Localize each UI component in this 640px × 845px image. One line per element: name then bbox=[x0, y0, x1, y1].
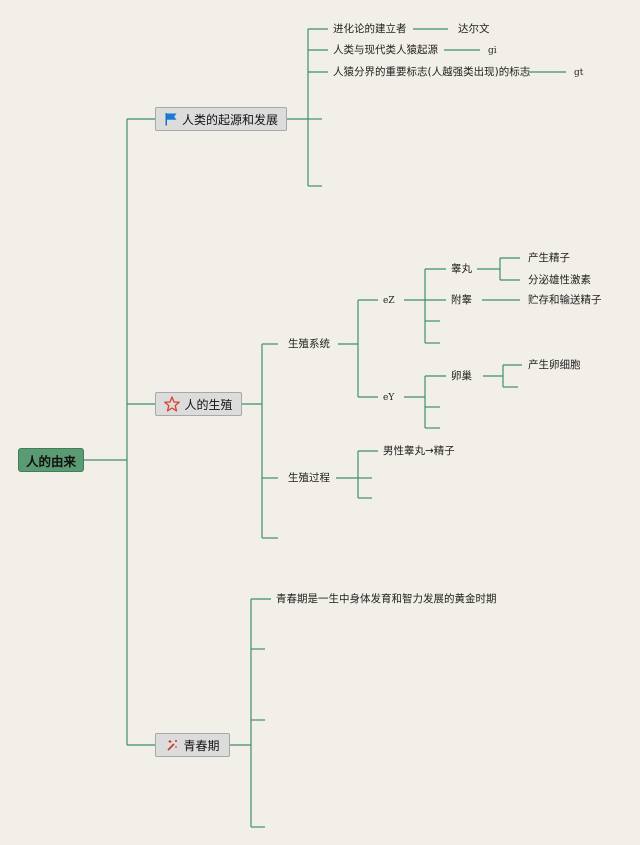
topic-puberty-label: 青春期 bbox=[183, 738, 220, 753]
puberty-item[interactable]: 青春期是一生中身体发育和智力发展的黄金时期 bbox=[276, 593, 497, 605]
origin-item-1-answer[interactable]: 达尔文 bbox=[458, 23, 490, 35]
testis-function-2[interactable]: 分泌雄性激素 bbox=[528, 274, 591, 286]
reproductive-system[interactable]: 生殖系统 bbox=[288, 338, 330, 350]
testis-function-1[interactable]: 产生精子 bbox=[528, 252, 570, 264]
origin-item-2[interactable]: 人类与现代类人猿起源 bbox=[333, 44, 438, 56]
ovary-function[interactable]: 产生卵细胞 bbox=[528, 359, 581, 371]
reproduction-process[interactable]: 生殖过程 bbox=[288, 472, 330, 484]
origin-item-3-answer[interactable]: gt bbox=[574, 68, 584, 78]
topic-reproduction-label: 人的生殖 bbox=[184, 397, 233, 412]
ovary[interactable]: 卵巢 bbox=[451, 370, 472, 382]
origin-item-1[interactable]: 进化论的建立者 bbox=[333, 23, 407, 35]
process-item[interactable]: 男性睾丸→精子 bbox=[383, 445, 455, 457]
topic-origin-label: 人类的起源和发展 bbox=[181, 112, 278, 127]
topic-puberty[interactable]: 青春期 bbox=[155, 733, 230, 757]
flag-icon bbox=[165, 113, 177, 126]
epididymis-function[interactable]: 贮存和输送精子 bbox=[528, 294, 602, 306]
origin-item-3[interactable]: 人猿分界的重要标志(人越强类出现)的标志 bbox=[333, 66, 531, 78]
female-system[interactable]: eY bbox=[383, 393, 395, 403]
testis[interactable]: 睾丸 bbox=[451, 263, 472, 275]
male-system[interactable]: eZ bbox=[383, 296, 395, 306]
magic-wand-icon bbox=[167, 740, 178, 751]
star-icon bbox=[164, 396, 181, 412]
topic-reproduction[interactable]: 人的生殖 bbox=[155, 392, 242, 416]
epididymis[interactable]: 附睾 bbox=[451, 294, 472, 306]
topic-origin[interactable]: 人类的起源和发展 bbox=[155, 107, 287, 131]
origin-item-2-answer[interactable]: gi bbox=[488, 46, 497, 56]
root-topic[interactable]: 人的由来 bbox=[18, 448, 84, 472]
